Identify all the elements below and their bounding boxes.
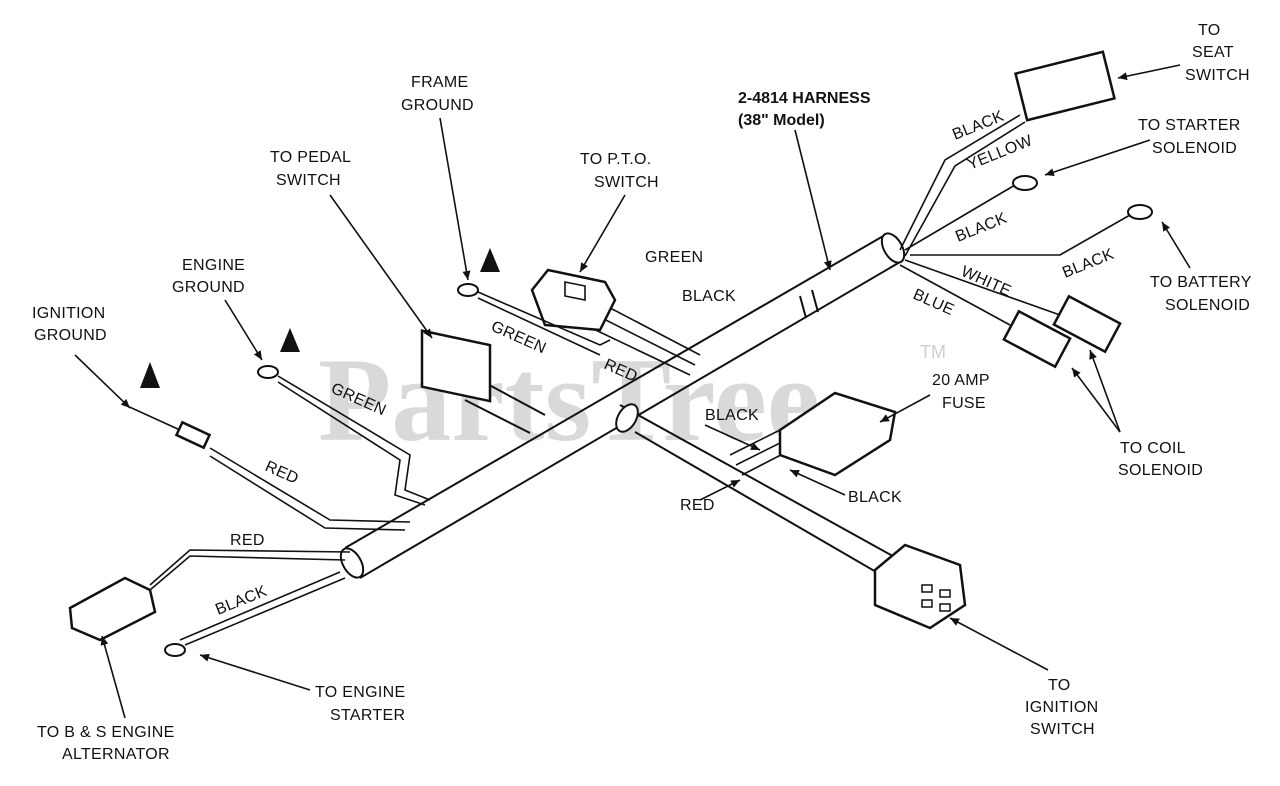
ignition-switch-label-1: TO: [1048, 677, 1071, 694]
alternator-label-2: ALTERNATOR: [62, 746, 170, 763]
pto-switch-connector: [530, 268, 617, 332]
ground-symbol-icon: [280, 328, 300, 352]
callout-labels: 2-4814 HARNESS (38" Model) TO SEAT SWITC…: [32, 22, 1252, 763]
coil-solenoid-connector-b: [1002, 309, 1072, 369]
watermark: PartsTree TM: [318, 333, 946, 466]
coil-solenoid-label-1: TO COIL: [1120, 440, 1186, 457]
coil-solenoid-label-2: SOLENOID: [1118, 462, 1203, 479]
pedal-switch-branch: [420, 329, 546, 434]
ignition-ground-wire: [124, 362, 411, 531]
seat-switch-connector: [1014, 50, 1116, 122]
engine-starter-terminal: [164, 643, 186, 657]
alternator-branch: [68, 549, 351, 657]
engine-ground-label-1: ENGINE: [182, 257, 245, 274]
wire-label-green-pto: GREEN: [645, 249, 703, 266]
wire-label-red-fuse: RED: [680, 497, 715, 514]
battery-solenoid-label-2: SOLENOID: [1165, 297, 1250, 314]
frame-ground-label-2: GROUND: [401, 97, 474, 114]
engine-ground-label-2: GROUND: [172, 279, 245, 296]
seat-switch-label-3: SWITCH: [1185, 67, 1250, 84]
engine-starter-label-2: STARTER: [330, 707, 405, 724]
ignition-ground-label-2: GROUND: [34, 327, 107, 344]
fuse-holder: [778, 391, 897, 477]
starter-solenoid-label-2: SOLENOID: [1152, 140, 1237, 157]
wire-label-black-fuse-top: BLACK: [705, 407, 759, 424]
alternator-connector: [68, 576, 157, 642]
frame-ground-wire: [457, 248, 611, 356]
ground-symbol-icon: [480, 248, 500, 272]
pedal-switch-label-1: TO PEDAL: [270, 149, 351, 166]
wire-label-red-alternator: RED: [230, 532, 265, 549]
wire-label-black-pto: BLACK: [682, 288, 736, 305]
coil-solenoid-connector-a: [1052, 294, 1122, 354]
watermark-text: PartsTree: [318, 333, 820, 466]
starter-solenoid-terminal: [1012, 175, 1038, 191]
fuse-connector: [778, 391, 897, 477]
pto-switch-branch: [530, 268, 701, 376]
wire-label-white-coil: WHITE: [958, 263, 1013, 300]
frame-ground-label-1: FRAME: [411, 74, 469, 91]
ignition-switch-label-2: IGNITION: [1025, 699, 1099, 716]
pto-switch-label-1: TO P.T.O.: [580, 151, 651, 168]
pto-switch-label-2: SWITCH: [594, 174, 659, 191]
harness-subtitle: (38" Model): [738, 112, 825, 129]
pedal-switch-connector: [420, 329, 492, 403]
ignition-switch-connector: [873, 543, 967, 630]
starter-solenoid-label-1: TO STARTER: [1138, 117, 1241, 134]
ignition-switch-label-3: SWITCH: [1030, 721, 1095, 738]
harness-title: 2-4814 HARNESS: [738, 90, 871, 107]
wire-label-black-battery: BLACK: [1060, 246, 1116, 282]
fuse-label-2: FUSE: [942, 395, 986, 412]
trademark-symbol: TM: [920, 342, 946, 362]
engine-starter-label-1: TO ENGINE: [315, 684, 405, 701]
seat-switch-label-1: TO: [1198, 22, 1221, 39]
battery-solenoid-label-1: TO BATTERY: [1150, 274, 1252, 291]
wire-label-black-starter: BLACK: [953, 210, 1009, 246]
engine-ground-wire: [257, 328, 431, 506]
seat-switch-label-2: SEAT: [1192, 44, 1234, 61]
battery-solenoid-terminal: [1127, 204, 1153, 220]
ignition-ground-label-1: IGNITION: [32, 305, 106, 322]
wire-label-black-fuse-bottom: BLACK: [848, 489, 902, 506]
right-branches: [899, 50, 1153, 369]
pedal-switch-label-2: SWITCH: [276, 172, 341, 189]
wire-label-blue-coil: BLUE: [910, 286, 956, 319]
ground-symbol-icon: [140, 362, 160, 388]
alternator-label-1: TO B & S ENGINE: [37, 724, 175, 741]
fuse-label-1: 20 AMP: [932, 372, 990, 389]
callout-arrows: [74, 64, 1191, 719]
